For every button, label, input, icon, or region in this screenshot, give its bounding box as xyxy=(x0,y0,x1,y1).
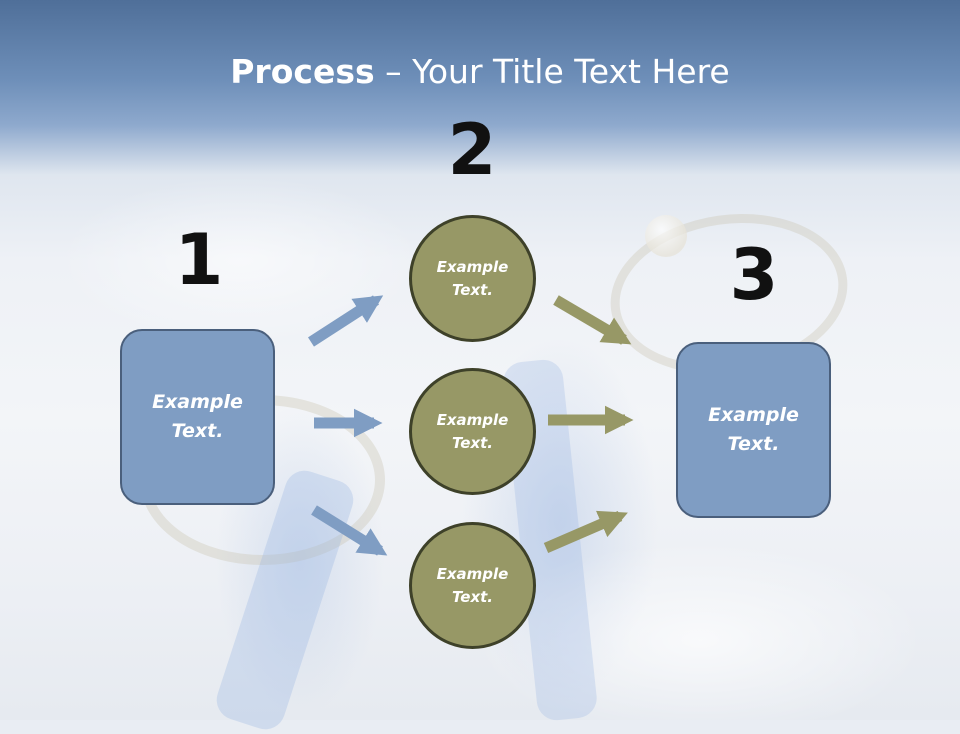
arrow-1-to-top xyxy=(308,295,384,347)
arrow-bottom-to-3 xyxy=(543,510,628,554)
step-2-circle-bottom[interactable]: Example Text. xyxy=(409,522,536,649)
circle-label: Example Text. xyxy=(436,410,509,452)
circle-label: Example Text. xyxy=(436,564,509,606)
slide-title: Process – Your Title Text Here xyxy=(0,52,960,91)
step-3-box[interactable]: Example Text. xyxy=(676,342,831,518)
circle-label: Example Text. xyxy=(436,257,509,299)
step-1-label: Example Text. xyxy=(152,391,243,442)
title-bold: Process xyxy=(230,52,375,91)
step-3-label: Example Text. xyxy=(708,404,799,455)
step-number-2: 2 xyxy=(447,109,497,191)
title-rest: – Your Title Text Here xyxy=(374,52,730,91)
step-1-box[interactable]: Example Text. xyxy=(120,329,275,505)
step-2-circle-middle[interactable]: Example Text. xyxy=(409,368,536,495)
step-2-circle-top[interactable]: Example Text. xyxy=(409,215,536,342)
step-number-1: 1 xyxy=(174,219,224,301)
background-pearl xyxy=(645,215,687,257)
step-number-3: 3 xyxy=(729,234,779,316)
arrow-1-to-bottom xyxy=(311,505,388,556)
arrow-top-to-3 xyxy=(553,295,632,345)
